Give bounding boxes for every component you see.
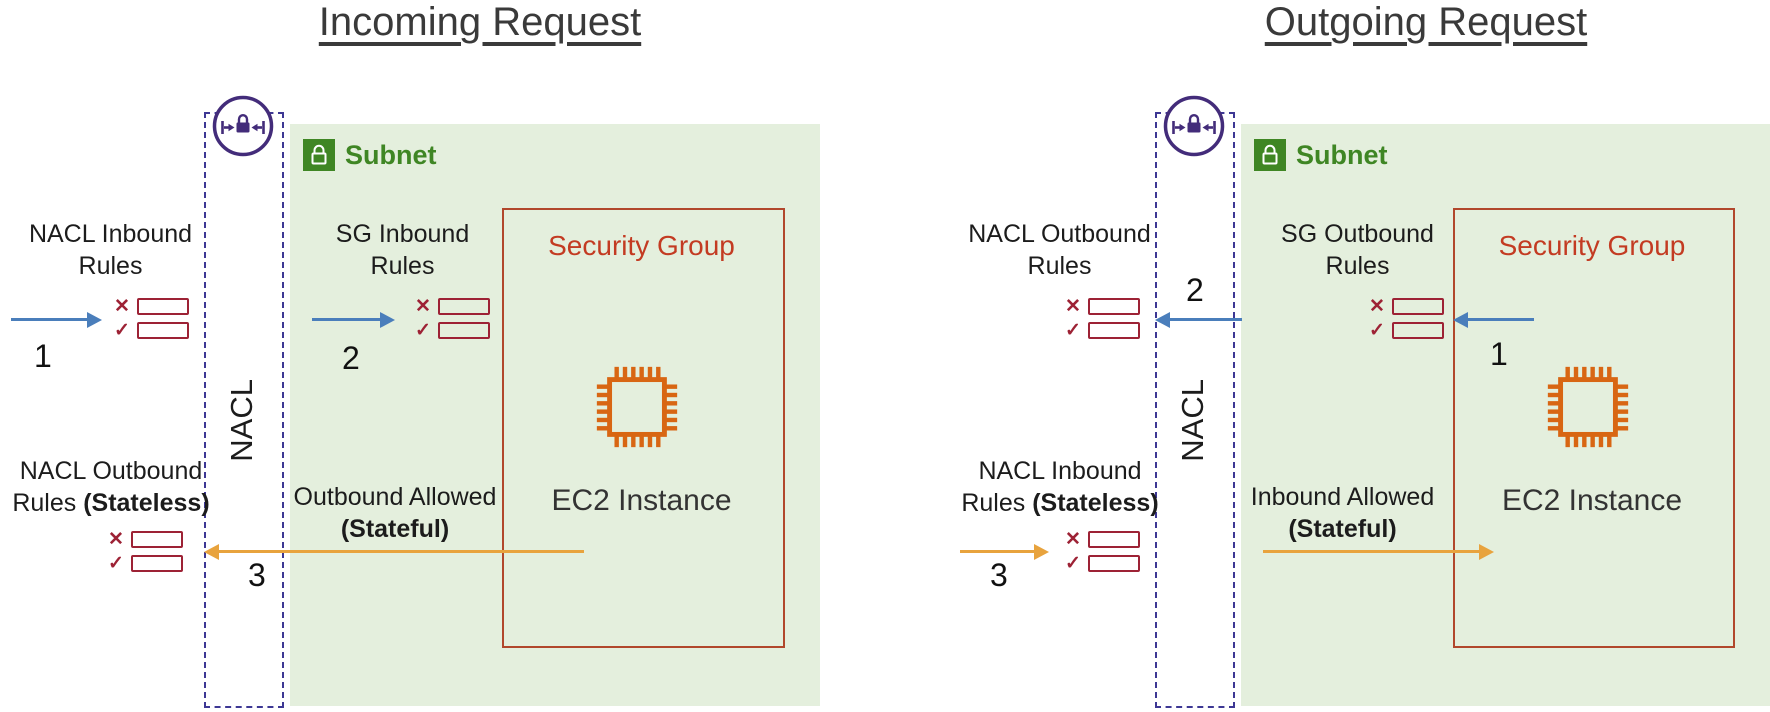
nacl-outbound-stateless-label: NACL Outbound Rules (Stateless) <box>12 457 210 517</box>
security-group-box-left <box>502 208 785 648</box>
subnet-lock-icon <box>303 139 335 171</box>
subnet-label-right: Subnet <box>1296 140 1388 170</box>
rule-bar <box>1088 298 1140 315</box>
check-mark-icon: ✓ <box>114 320 130 341</box>
step-number-3: 3 <box>990 557 1008 593</box>
sg-inbound-rules-label: SG Inbound Rules <box>335 220 470 280</box>
step-number-2: 2 <box>1186 272 1204 308</box>
allow-rule-row: ✓ <box>1065 554 1140 573</box>
rule-bar <box>131 531 183 548</box>
response-arrow-into-sg <box>1263 550 1479 553</box>
ec2-chip-icon <box>590 360 684 454</box>
ec2-chip-icon <box>1541 360 1635 454</box>
deny-rule-row: ✕ <box>1065 530 1140 549</box>
deny-rule-row: ✕ <box>415 297 490 316</box>
response-arrow-step3 <box>960 550 1034 553</box>
rule-bar <box>1392 322 1444 339</box>
step-number-3: 3 <box>248 557 266 593</box>
x-mark-icon: ✕ <box>1065 529 1081 550</box>
nacl-outbound-rule-list-icon: ✕ ✓ <box>108 530 183 578</box>
rule-bar <box>1088 531 1140 548</box>
allow-rule-row: ✓ <box>415 321 490 340</box>
rule-bar <box>438 298 490 315</box>
subnet-lock-icon <box>1254 139 1286 171</box>
subnet-region-left <box>290 124 820 706</box>
step-number-1: 1 <box>1490 336 1508 372</box>
x-mark-icon: ✕ <box>114 296 130 317</box>
subnet-label-left: Subnet <box>345 140 437 170</box>
nacl-outbound-rules-label: NACL Outbound Rules <box>968 220 1151 280</box>
deny-rule-row: ✕ <box>108 530 183 549</box>
allow-rule-row: ✓ <box>1065 321 1140 340</box>
incoming-request-title: Incoming Request <box>318 0 642 44</box>
check-mark-icon: ✓ <box>1065 320 1081 341</box>
nacl-inbound-stateless-label: NACL Inbound Rules (Stateless) <box>961 457 1159 517</box>
subnet-region-right <box>1241 124 1770 706</box>
x-mark-icon: ✕ <box>1065 296 1081 317</box>
security-group-label-right: Security Group <box>1498 230 1686 261</box>
check-mark-icon: ✓ <box>1369 320 1385 341</box>
nacl-inbound-rule-list-icon: ✕ ✓ <box>114 297 189 345</box>
deny-rule-row: ✕ <box>1369 297 1444 316</box>
nacl-boundary-right <box>1155 112 1235 708</box>
request-arrow-step1 <box>1468 318 1534 321</box>
security-group-box-right <box>1453 208 1735 648</box>
outgoing-request-title: Outgoing Request <box>1264 0 1588 44</box>
outbound-allowed-stateful-label: Outbound Allowed (Stateful) <box>293 483 497 543</box>
check-mark-icon: ✓ <box>1065 553 1081 574</box>
check-mark-icon: ✓ <box>415 320 431 341</box>
sg-outbound-rule-list-icon: ✕ ✓ <box>1369 297 1444 345</box>
allow-rule-row: ✓ <box>108 554 183 573</box>
response-arrow-step3 <box>219 550 584 553</box>
request-arrow-step1 <box>11 318 87 321</box>
ec2-instance-label-left: EC2 Instance <box>551 484 732 517</box>
request-arrow-step2 <box>1170 318 1242 321</box>
nacl-icon <box>211 94 275 158</box>
deny-rule-row: ✕ <box>114 297 189 316</box>
rule-bar <box>1088 555 1140 572</box>
x-mark-icon: ✕ <box>415 296 431 317</box>
rule-bar <box>131 555 183 572</box>
x-mark-icon: ✕ <box>1369 296 1385 317</box>
ec2-instance-label-right: EC2 Instance <box>1501 484 1683 517</box>
rule-bar <box>137 298 189 315</box>
nacl-inbound-rule-list-icon: ✕ ✓ <box>1065 530 1140 578</box>
deny-rule-row: ✕ <box>1065 297 1140 316</box>
sg-outbound-rules-label: SG Outbound Rules <box>1281 220 1434 280</box>
x-mark-icon: ✕ <box>108 529 124 550</box>
allow-rule-row: ✓ <box>114 321 189 340</box>
rule-bar <box>438 322 490 339</box>
check-mark-icon: ✓ <box>108 553 124 574</box>
request-arrow-step2 <box>312 318 380 321</box>
inbound-allowed-stateful-label: Inbound Allowed (Stateful) <box>1250 483 1435 543</box>
sg-inbound-rule-list-icon: ✕ ✓ <box>415 297 490 345</box>
nacl-inbound-rules-label: NACL Inbound Rules <box>28 220 193 280</box>
nacl-outbound-rule-list-icon: ✕ ✓ <box>1065 297 1140 345</box>
rule-bar <box>1392 298 1444 315</box>
step-number-2: 2 <box>342 340 360 376</box>
allow-rule-row: ✓ <box>1369 321 1444 340</box>
step-number-1: 1 <box>34 338 52 374</box>
nacl-boundary-left <box>204 112 284 708</box>
security-group-label-left: Security Group <box>548 230 735 261</box>
rule-bar <box>137 322 189 339</box>
rule-bar <box>1088 322 1140 339</box>
nacl-icon <box>1162 94 1226 158</box>
